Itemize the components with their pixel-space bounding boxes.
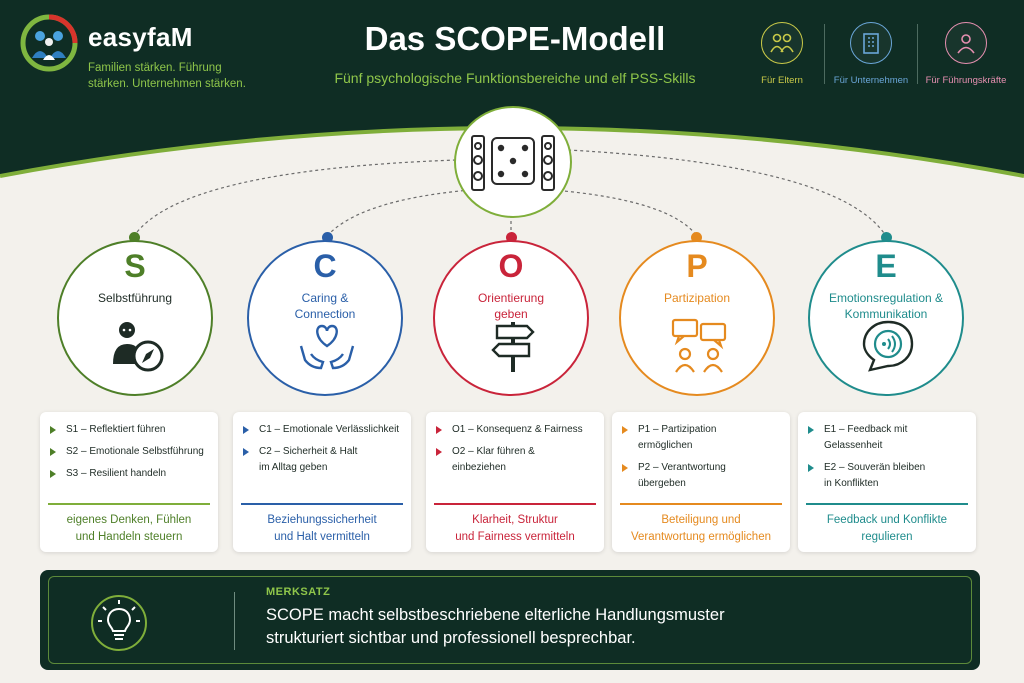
pillar-name: Emotionsregulation & Kommunikation: [828, 291, 944, 321]
card-summary: Beziehungssicherheit und Halt vermitteln: [267, 514, 377, 543]
bullet-icon: [808, 464, 814, 472]
card-divider: [620, 503, 782, 505]
merksatz-frame: [48, 576, 972, 664]
audience-label: Für Unternehmen: [833, 75, 909, 86]
divider: [917, 24, 918, 84]
pillar-s[interactable]: S Selbstführung: [57, 240, 213, 396]
skill-item: S3 – Resilient handeln: [50, 466, 214, 482]
skill-item: O2 – Klar führen & einbeziehen: [436, 444, 600, 476]
heart-hands-icon: [299, 324, 355, 370]
audience-companies[interactable]: Für Unternehmen: [825, 22, 917, 86]
bullet-icon: [436, 448, 442, 456]
easyfam-logo-icon: [20, 14, 78, 72]
skills-card-p: P1 – Partizipation ermöglichen P2 – Vera…: [612, 412, 790, 552]
connector-dot: [506, 232, 517, 243]
signpost-icon: [491, 322, 535, 372]
pillar-letter: C: [313, 248, 337, 284]
pillar-name: Selbstführung: [97, 291, 173, 305]
pillar-p[interactable]: P Partizipation: [619, 240, 775, 396]
card-divider: [806, 503, 968, 505]
pillar-letter: S: [124, 248, 146, 284]
page-title: Das SCOPE-Modell: [364, 20, 666, 57]
bullet-icon: [436, 426, 442, 434]
bullet-icon: [622, 426, 628, 434]
dialogue-icon: [671, 318, 727, 373]
connector-dot: [322, 232, 333, 243]
lightbulb-icon: [91, 595, 147, 651]
audience-leaders[interactable]: Für Führungskräfte: [920, 22, 1012, 86]
audience-label: Für Führungskräfte: [925, 75, 1007, 86]
card-summary: Beteiligung und Verantwortung ermögliche…: [631, 514, 771, 543]
scope-hub: [454, 106, 572, 218]
connector-dot: [881, 232, 892, 243]
skill-item: E2 – Souverän bleiben in Konflikten: [808, 460, 972, 492]
skill-item: C1 – Emotionale Verlässlichkeit: [243, 422, 407, 438]
card-divider: [434, 503, 596, 505]
merksatz-divider: [234, 592, 235, 650]
card-divider: [48, 503, 210, 505]
audience-label: Für Eltern: [761, 75, 803, 86]
bullet-icon: [808, 426, 814, 434]
skill-item: O1 – Konsequenz & Fairness: [436, 422, 600, 438]
skill-item: C2 – Sicherheit & Halt im Alltag geben: [243, 444, 407, 476]
card-summary: Klarheit, Struktur und Fairness vermitte…: [455, 514, 575, 543]
skills-card-e: E1 – Feedback mit Gelassenheit E2 – Souv…: [798, 412, 976, 552]
bullet-icon: [50, 448, 56, 456]
connector-dot: [691, 232, 702, 243]
merksatz-text: SCOPE macht selbstbeschriebene elterlich…: [266, 606, 725, 647]
skills-card-s: S1 – Reflektiert führen S2 – Emotionale …: [40, 412, 218, 552]
building-icon: [850, 22, 892, 64]
card-summary: eigenes Denken, Fühlen und Handeln steue…: [66, 514, 192, 543]
brand-name: easyfaM: [88, 22, 193, 52]
parents-icon: [761, 22, 803, 64]
skill-item: P2 – Verantwortung übergeben: [622, 460, 786, 492]
card-summary: Feedback und Konflikte regulieren: [826, 514, 948, 543]
merksatz-label: MERKSATZ: [266, 586, 331, 598]
bullet-icon: [50, 426, 56, 434]
pillar-letter: O: [498, 248, 524, 284]
bullet-icon: [243, 448, 249, 456]
pillar-e[interactable]: E Emotionsregulation & Kommunikation: [808, 240, 964, 396]
brand-tagline: Familien stärken. Führung stärken. Unter…: [88, 62, 246, 90]
dice-speakers-icon: [471, 135, 555, 191]
person-icon: [945, 22, 987, 64]
connector-lines: [133, 149, 887, 237]
pillar-c[interactable]: C Caring & Connection: [247, 240, 403, 396]
pillar-name: Orientierung geben: [477, 291, 545, 321]
skill-item: E1 – Feedback mit Gelassenheit: [808, 422, 972, 454]
bullet-icon: [622, 464, 628, 472]
person-compass-icon: [113, 322, 164, 372]
skills-card-o: O1 – Konsequenz & Fairness O2 – Klar füh…: [426, 412, 604, 552]
page-subtitle: Fünf psychologische Funktionsbereiche un…: [334, 70, 696, 86]
pillar-name: Caring & Connection: [294, 291, 356, 321]
skill-item: S2 – Emotionale Selbstführung: [50, 444, 214, 460]
connector-dot: [129, 232, 140, 243]
bullet-icon: [50, 470, 56, 478]
bullet-icon: [243, 426, 249, 434]
skill-item: S1 – Reflektiert führen: [50, 422, 214, 438]
speech-bubble-sound-icon: [862, 320, 914, 372]
card-divider: [241, 503, 403, 505]
audience-parents[interactable]: Für Eltern: [736, 22, 828, 86]
merksatz-box: MERKSATZ SCOPE macht selbstbeschriebene …: [40, 570, 980, 670]
pillar-name: Partizipation: [663, 291, 731, 305]
pillar-o[interactable]: O Orientierung geben: [433, 240, 589, 396]
skill-item: P1 – Partizipation ermöglichen: [622, 422, 786, 454]
pillar-letter: E: [875, 248, 897, 284]
pillar-letter: P: [686, 248, 708, 284]
skills-card-c: C1 – Emotionale Verlässlichkeit C2 – Sic…: [233, 412, 411, 552]
divider: [824, 24, 825, 84]
